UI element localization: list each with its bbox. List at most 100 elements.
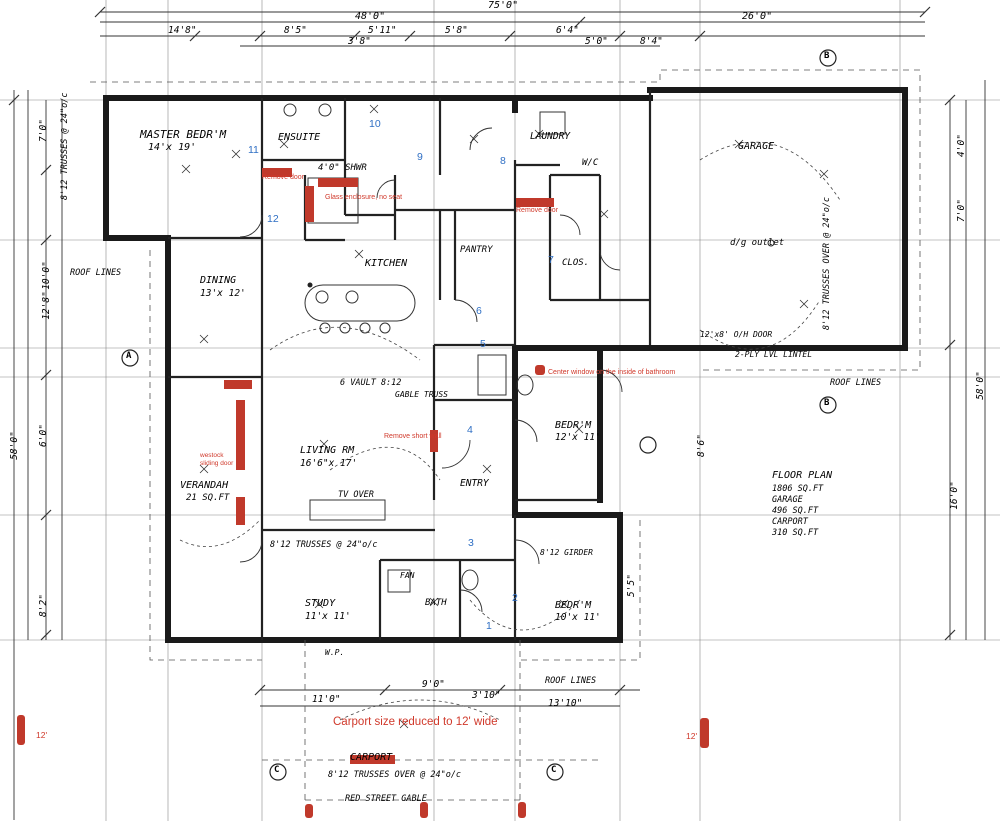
- note-roof-lines-1: ROOF LINES: [70, 268, 122, 278]
- red-note-remove-door-2: Remove door: [516, 207, 559, 214]
- room-master-bedroom: MASTER BEDR'M: [140, 128, 227, 141]
- dim-right-sub-2: 16'0": [948, 481, 960, 510]
- room-bedroom-3: BEDR'M: [555, 420, 592, 431]
- dim-left-sub-0: 7'0": [37, 119, 49, 142]
- room-study: STUDY: [305, 598, 336, 609]
- dim-right-sub-1: 7'0": [955, 199, 967, 222]
- marker-11: 11: [248, 144, 259, 156]
- light-fixtures: [181, 104, 829, 729]
- area-line-3: CARPORT: [772, 517, 808, 527]
- section-label-a: A: [126, 351, 132, 361]
- marker-6: 6: [476, 305, 482, 317]
- room-pantry: PANTRY: [460, 245, 493, 255]
- dim-right-total: 58'0": [974, 371, 986, 400]
- dim-top-right: 26'0": [742, 11, 773, 22]
- red-note-right-12: 12': [686, 731, 698, 741]
- dim-top-sub-7: 8'4": [640, 36, 663, 47]
- dim-left-sub-3: 12'8": [40, 291, 52, 320]
- dim-top-sub-4: 3'8": [348, 36, 371, 47]
- room-garage: GARAGE: [738, 141, 775, 152]
- dim-left-sub-2: 6'0": [37, 424, 49, 447]
- dim-top-total: 75'0": [488, 0, 519, 11]
- room-bedroom-2-dim: 10'x 11': [555, 612, 601, 623]
- note-floor-plan-areas: 1806 SQ.FT GARAGE 496 SQ.FT CARPORT 310 …: [772, 484, 823, 539]
- dim-bottom-sub-1: 9'0": [422, 679, 445, 690]
- dim-bottom-sub-3: 13'10": [548, 698, 583, 709]
- marker-1: 1: [486, 620, 492, 632]
- dim-top-sub-0: 14'8": [168, 25, 197, 36]
- marker-5: 5: [480, 338, 486, 350]
- area-line-4: 310 SQ.FT: [772, 528, 819, 538]
- dim-top-sub-5: 6'4": [556, 25, 579, 36]
- room-garage-outlet: d/g outlet: [730, 238, 785, 248]
- section-markers: [121, 49, 837, 781]
- room-master-bedroom-dim: 14'x 19': [148, 142, 197, 153]
- red-note-westock-door: westock sliding door: [200, 452, 238, 468]
- dimension-lines: [8, 6, 986, 820]
- room-living: LIVING RM: [300, 445, 355, 456]
- room-entry: ENTRY: [460, 478, 489, 489]
- marker-3: 3: [468, 537, 474, 549]
- marker-4: 4: [467, 424, 473, 436]
- room-living-dim: 16'6"x 17': [300, 458, 358, 469]
- dim-top-sub-6: 5'0": [585, 36, 608, 47]
- note-roof-lines-2: ROOF LINES: [830, 378, 882, 388]
- dim-left-total: 58'0": [8, 431, 20, 460]
- room-verandah: VERANDAH: [180, 480, 229, 491]
- note-trusses-master: 8'12 TRUSSES @ 24"o/c: [60, 92, 70, 200]
- note-lvl-lintel: 2-PLY LVL LINTEL: [735, 350, 813, 359]
- area-line-1: GARAGE: [772, 495, 803, 505]
- marker-9: 9: [417, 151, 423, 163]
- room-bedroom-3-dim: 12'x 11': [555, 432, 601, 443]
- note-trusses-living: 8'12 TRUSSES @ 24"o/c: [270, 540, 378, 550]
- marker-12: 12: [267, 213, 279, 225]
- red-markup: [17, 168, 709, 818]
- room-bath: BATH: [425, 598, 447, 608]
- red-note-remove-door-1: Remove door: [262, 174, 305, 181]
- fixtures: [283, 103, 566, 593]
- note-entry-door: 12'x8' O/H DOOR: [700, 330, 773, 339]
- red-note-remove-short-wall: Remove short wall: [384, 433, 442, 440]
- walls: [103, 87, 908, 801]
- area-line-2: 496 SQ.FT: [772, 506, 819, 516]
- marker-2: 2: [512, 592, 518, 604]
- marker-10: 10: [369, 118, 381, 130]
- note-trusses-garage: 8'12 TRUSSES OVER @ 24"o/c: [822, 196, 832, 330]
- section-label-b-top: B: [824, 51, 830, 61]
- dim-right-sub-3: 8'6": [695, 434, 707, 457]
- marker-7: 7: [548, 254, 554, 266]
- room-shower: 4'0" SHWR: [318, 163, 367, 173]
- room-bedroom-2: BEDR'M: [555, 600, 592, 611]
- note-gable-truss: GABLE TRUSS: [395, 390, 448, 399]
- note-red-street-gable: RED STREET GABLE: [345, 794, 427, 804]
- red-note-left-12: 12': [36, 730, 48, 740]
- room-laundry: LAUNDRY: [530, 131, 571, 142]
- room-ensuite: ENSUITE: [278, 132, 321, 143]
- dim-top-sub-3: 5'8": [445, 25, 468, 36]
- dim-bottom-sub-0: 11'0": [312, 694, 341, 705]
- room-verandah-dim: 21 SQ.FT: [186, 493, 230, 503]
- room-dining: DINING: [200, 275, 237, 286]
- note-trusses-carport: 8'12 TRUSSES OVER @ 24"o/c: [328, 770, 462, 780]
- dim-left-sub-4: 8'2": [37, 594, 49, 617]
- room-study-dim: 11'x 11': [305, 611, 351, 622]
- room-carport: CARPORT: [350, 752, 393, 763]
- dim-right-sub-0: 4'0": [955, 134, 967, 157]
- dim-top-sub-1: 8'5": [284, 25, 307, 36]
- note-vault: 6 VAULT 8:12: [340, 378, 402, 388]
- section-label-c-left: C: [274, 765, 280, 775]
- note-tv-over: TV OVER: [338, 490, 374, 500]
- room-dining-dim: 13'x 12': [200, 288, 246, 299]
- dim-top-sub-2: 5'11": [368, 25, 397, 36]
- dim-bottom-sub-2: 3'10": [472, 690, 501, 701]
- room-closet: CLOS.: [562, 258, 590, 268]
- lighting-circuits: [179, 141, 841, 721]
- note-floor-plan-title: FLOOR PLAN: [772, 470, 833, 481]
- note-girder: 8'12 GIRDER: [540, 548, 593, 557]
- note-wp: W.P.: [325, 648, 345, 657]
- dim-right-sub-4: 5'5": [625, 574, 637, 597]
- dim-left-sub-1: 10'0": [40, 261, 52, 290]
- note-roof-lines-3: ROOF LINES: [545, 676, 597, 686]
